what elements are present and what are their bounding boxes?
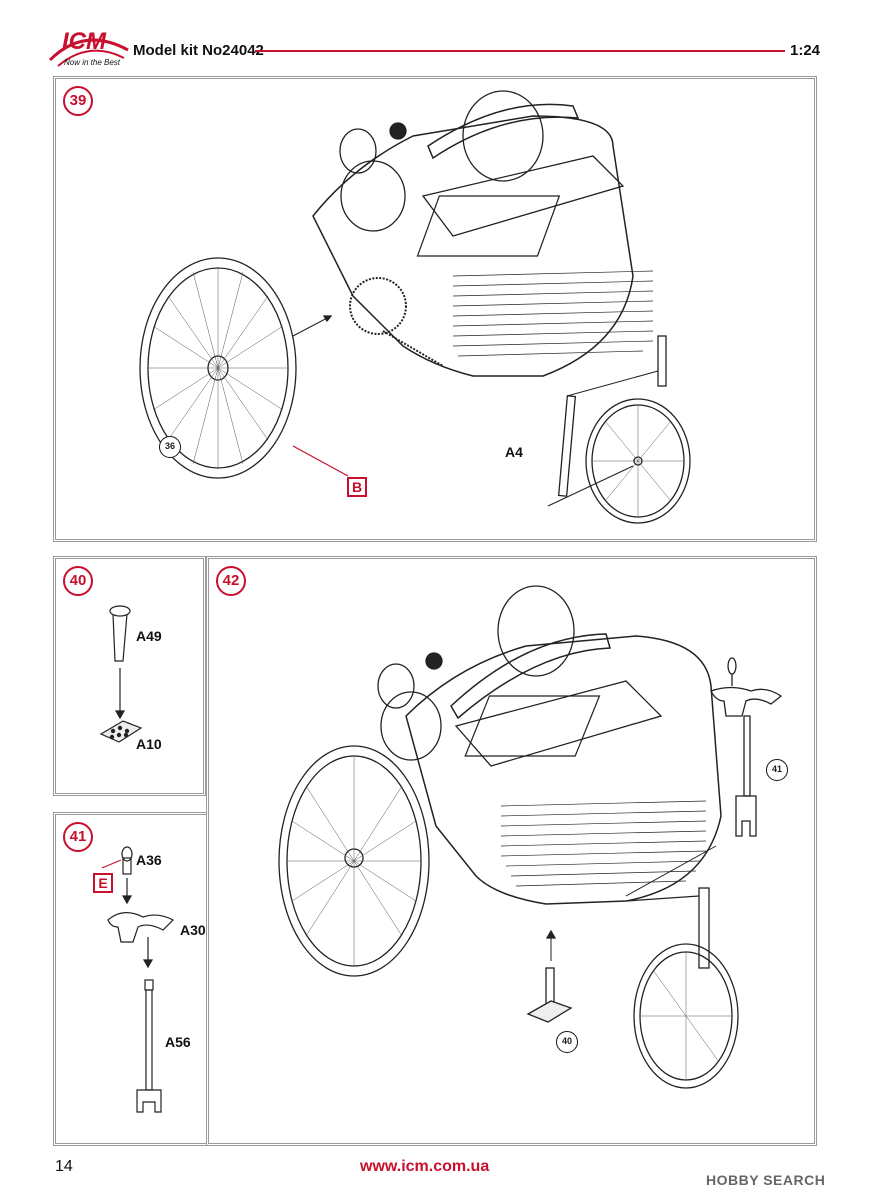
rear-wheel-rim	[139, 257, 297, 479]
step-39-illustration	[139, 90, 691, 524]
page-number: 14	[55, 1158, 73, 1175]
option-box-e: E	[93, 873, 113, 893]
ref-36-callout: 36	[159, 436, 181, 458]
step-41-illustration	[101, 846, 174, 1113]
step-42-panel	[206, 556, 817, 1146]
part-label-a4: A4	[505, 444, 523, 460]
watermark: HOBBY SEARCH	[706, 1172, 826, 1188]
scale-label: 1:24	[790, 42, 821, 59]
step-40-badge: 40	[63, 566, 93, 596]
icm-logo	[48, 38, 129, 67]
step-40-illustration	[99, 605, 143, 743]
step-41-badge: 41	[63, 822, 93, 852]
kit-label: Model kit No24042	[133, 42, 264, 59]
step-39-badge: 39	[63, 86, 93, 116]
brand-slogan: Now in the Best	[64, 58, 121, 67]
footer-url[interactable]: www.icm.com.ua	[360, 1158, 490, 1175]
step-42-illustration	[278, 585, 783, 1089]
part-label-a10: A10	[136, 736, 162, 752]
part-label-a30: A30	[180, 922, 206, 938]
ref-41-callout: 41	[766, 759, 788, 781]
step-42-badge: 42	[216, 566, 246, 596]
part-label-a56: A56	[165, 1034, 191, 1050]
part-label-a49: A49	[136, 628, 162, 644]
option-box-b: B	[347, 477, 367, 497]
header-rule	[255, 50, 785, 52]
brand-name: ICM	[62, 28, 106, 55]
step-40-panel	[53, 556, 206, 796]
part-label-a36: A36	[136, 852, 162, 868]
ref-40-callout: 40	[556, 1031, 578, 1053]
